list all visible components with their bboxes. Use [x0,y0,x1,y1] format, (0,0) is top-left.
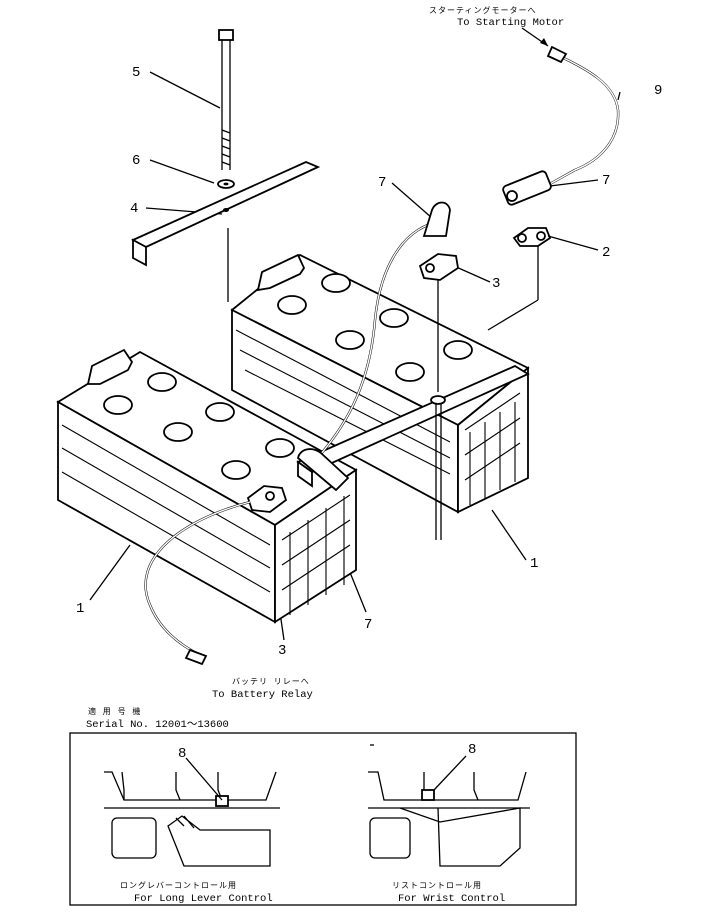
cable-terminal-right [502,170,552,206]
callout-4: 4 [130,201,138,217]
callout-5: 5 [132,65,140,81]
leader-3-top [453,265,491,283]
detail-right-caption-en: For Wrist Control [398,893,505,905]
leader-8-left [185,757,223,801]
relay-cable [144,500,251,666]
leader-7-right [549,179,599,187]
leader-6 [149,159,215,184]
battery-relay-caption-jp: バッテリ リレーへ [232,677,310,687]
battery-relay-caption-en: To Battery Relay [212,689,313,701]
battery-holder-bar [130,161,321,267]
leader-2 [547,235,599,251]
callout-1-left: 1 [76,601,84,617]
serial-number: Serial No. 12001～13600 [86,719,229,731]
callout-3-top: 3 [492,276,500,292]
detail-right-drawing [368,771,530,867]
battery-clamp-bar [296,364,530,540]
callout-9: 9 [654,83,662,99]
battery-front [56,348,358,624]
hold-down-bolt [218,29,234,170]
leader-1-right [491,509,527,561]
terminal-clamp [512,227,552,247]
motor-cable [546,45,620,187]
leader-7-top [391,182,433,219]
detail-left-caption-jp: ロングレバーコントロール用 [120,880,237,891]
detail-left-caption-en: For Long Lever Control [134,893,273,905]
callout-7-bottom: 7 [364,617,372,633]
leader-8-right [433,755,467,791]
battery-rear [230,253,530,514]
starting-motor-caption-jp: スターティングモーターへ [429,5,537,16]
leader-9 [617,91,621,101]
callout-2: 2 [602,245,610,261]
terminal-clamp-top [418,253,459,281]
detail-left-drawing [104,771,280,867]
callout-8-left: 8 [178,746,186,762]
arrow-head-icon [540,38,548,46]
leader-5 [149,71,221,109]
callout-1-right: 1 [530,556,538,572]
terminal-clamp-front [246,485,288,513]
terminal-boot-front [297,448,350,492]
detail-right-caption-jp: リストコントロール用 [392,881,482,891]
leader-1-left [89,544,131,601]
serial-label-jp: 適 用 号 機 [88,706,141,717]
inter-battery-cable [319,201,451,456]
detail-box [69,732,577,906]
callout-3-bottom: 3 [278,643,286,659]
callout-7-right: 7 [602,173,610,189]
callout-7-top: 7 [378,175,386,191]
starting-motor-caption-en: To Starting Motor [457,17,564,29]
callout-8-right: 8 [468,742,476,758]
callout-6: 6 [132,153,140,169]
